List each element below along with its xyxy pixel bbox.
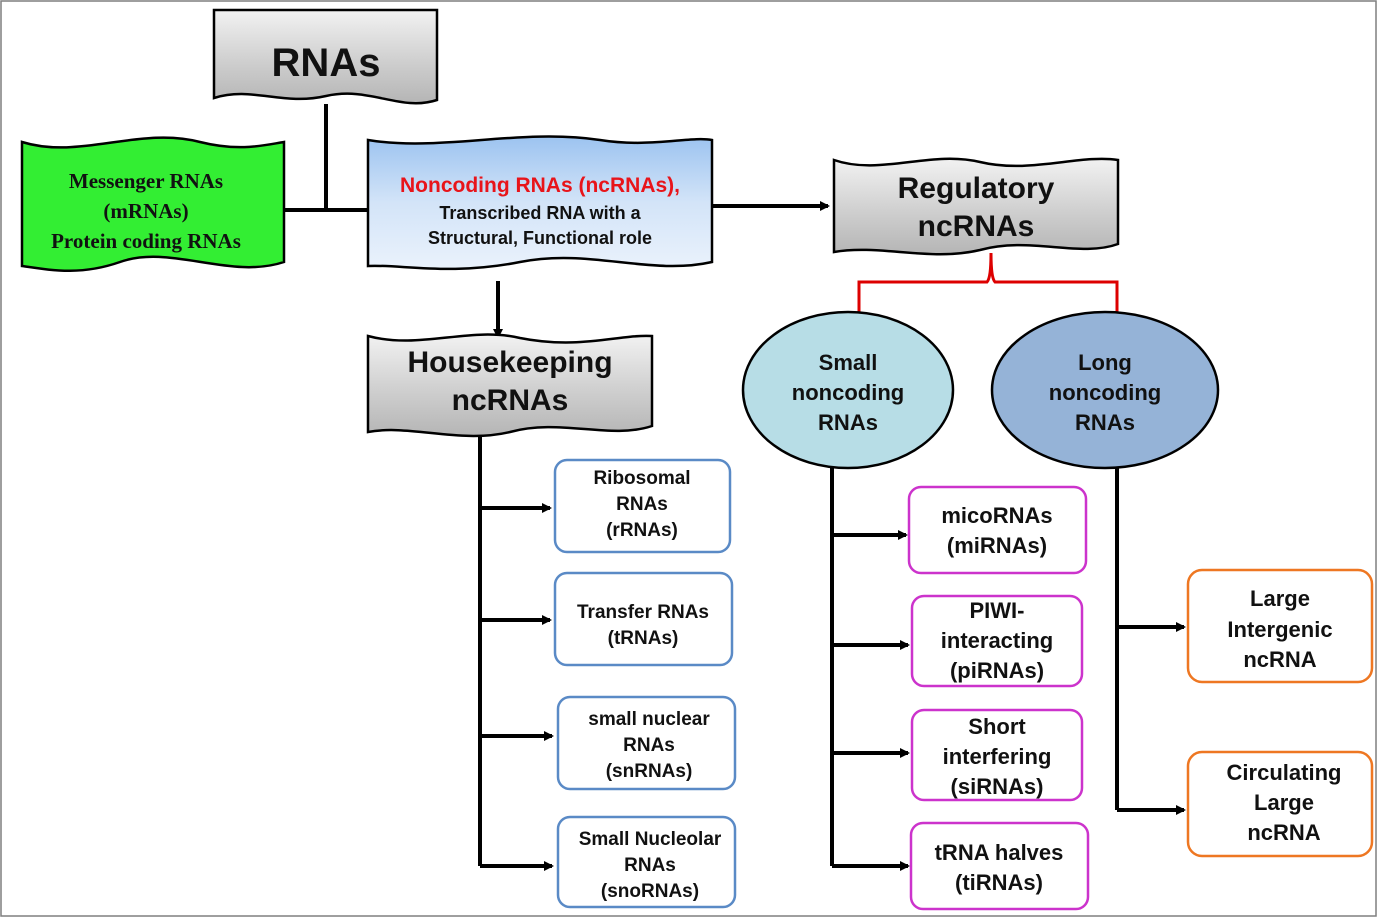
ncrna-line2: Transcribed RNA with a xyxy=(439,203,641,223)
connectors xyxy=(284,104,1186,871)
node-label: RNAs xyxy=(624,855,676,876)
node-label: Large xyxy=(1254,790,1314,815)
mrna-line2: (mRNAs) xyxy=(103,199,188,223)
node-label: Transfer RNAs xyxy=(577,602,709,623)
node-label: RNAs xyxy=(616,494,668,515)
mrna-line1: Messenger RNAs xyxy=(69,169,223,193)
regulatory-line2: ncRNAs xyxy=(918,210,1035,243)
small-line3: RNAs xyxy=(818,410,878,435)
long-noncoding-node: Long noncoding RNAs xyxy=(990,310,1220,470)
regulatory-split-bracket xyxy=(857,252,1119,313)
ncrna-line3: Structural, Functional role xyxy=(428,228,652,248)
node-label: Circulating xyxy=(1227,760,1342,785)
node-label: (miRNAs) xyxy=(947,533,1047,558)
regulatory-node: Regulatory ncRNAs xyxy=(832,157,1120,256)
ncrna-title: Noncoding RNAs (ncRNAs), xyxy=(400,174,680,197)
item-small-nuclear-rnas: small nuclear RNAs (snRNAs) xyxy=(556,695,737,791)
node-label: micoRNAs xyxy=(941,503,1052,528)
housekeeping-line2: ncRNAs xyxy=(452,384,569,417)
node-label: ncRNA xyxy=(1247,820,1320,845)
small-line1: Small xyxy=(819,350,878,375)
long-line2: noncoding xyxy=(1049,380,1161,405)
item-large-intergenic: Large Intergenic ncRNA xyxy=(1186,568,1374,684)
node-label: small nuclear xyxy=(588,709,710,730)
small-line2: noncoding xyxy=(792,380,904,405)
rnas-root-node: RNAs xyxy=(212,8,439,105)
node-label: Ribosomal xyxy=(593,468,690,489)
ncrna-node: Noncoding RNAs (ncRNAs), Transcribed RNA… xyxy=(366,135,714,271)
item-circulating-large: Circulating Large ncRNA xyxy=(1186,750,1374,858)
long-noncoding-items: Large Intergenic ncRNA Circulating Large… xyxy=(1186,568,1374,858)
node-label: (snoRNAs) xyxy=(601,881,699,902)
housekeeping-node: Housekeeping ncRNAs xyxy=(366,333,654,438)
item-trna-halves: tRNA halves (tiRNAs) xyxy=(909,821,1090,911)
node-label: Intergenic xyxy=(1227,617,1332,642)
item-piwi-interacting: PIWI- interacting (piRNAs) xyxy=(910,594,1084,688)
long-line1: Long xyxy=(1078,350,1132,375)
long-line3: RNAs xyxy=(1075,410,1135,435)
node-label: (tiRNAs) xyxy=(955,870,1043,895)
node-label: Small Nucleolar xyxy=(579,829,722,850)
node-label: (tRNAs) xyxy=(608,628,679,649)
rnas-root-label: RNAs xyxy=(272,41,381,85)
mrna-node: Messenger RNAs (mRNAs) Protein coding RN… xyxy=(20,136,286,273)
regulatory-line1: Regulatory xyxy=(898,172,1055,205)
node-label: (snRNAs) xyxy=(606,761,693,782)
node-label: tRNA halves xyxy=(935,840,1064,865)
small-noncoding-items: micoRNAs (miRNAs) PIWI- interacting (piR… xyxy=(907,485,1090,911)
housekeeping-items: Ribosomal RNAs (rRNAs) Transfer RNAs (tR… xyxy=(553,458,737,909)
node-label: RNAs xyxy=(623,735,675,756)
housekeeping-line1: Housekeeping xyxy=(407,346,612,379)
item-transfer-rnas: Transfer RNAs (tRNAs) xyxy=(553,571,734,667)
item-ribosomal-rnas: Ribosomal RNAs (rRNAs) xyxy=(553,458,732,554)
node-label: Large xyxy=(1250,586,1310,611)
node-label: (siRNAs) xyxy=(951,774,1044,799)
node-label: Short xyxy=(968,714,1026,739)
mrna-line3: Protein coding RNAs xyxy=(51,229,241,253)
item-micornas: micoRNAs (miRNAs) xyxy=(907,485,1088,575)
node-label: interacting xyxy=(941,628,1053,653)
node-label: ncRNA xyxy=(1243,647,1316,672)
node-label: (piRNAs) xyxy=(950,658,1044,683)
node-label: PIWI- xyxy=(970,598,1025,623)
node-label: interfering xyxy=(943,744,1052,769)
node-label: (rRNAs) xyxy=(606,520,678,541)
item-small-nucleolar-rnas: Small Nucleolar RNAs (snoRNAs) xyxy=(556,815,737,909)
item-short-interfering: Short interfering (siRNAs) xyxy=(910,708,1084,802)
small-noncoding-node: Small noncoding RNAs xyxy=(741,310,955,470)
